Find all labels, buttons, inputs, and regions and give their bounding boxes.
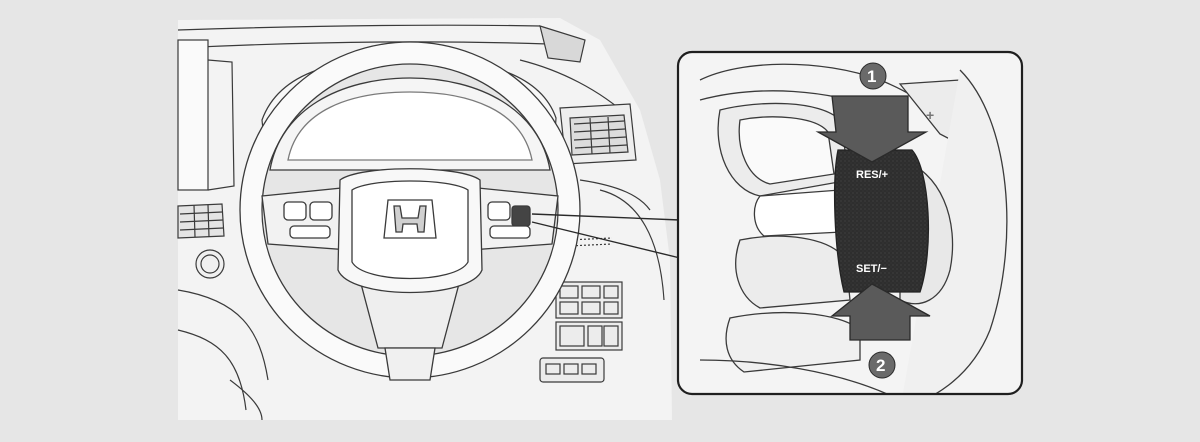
cruise-rocker-switch[interactable]: RES/+ SET/− (834, 149, 930, 293)
center-stack-buttons (539, 281, 623, 383)
honda-logo-icon (383, 199, 437, 239)
arrow-down-icon (815, 95, 929, 163)
air-vent-left (177, 203, 225, 239)
air-vent-right (559, 103, 637, 165)
callout-1-badge: 1 (859, 62, 887, 90)
set-minus-label: SET/− (856, 263, 887, 275)
callout-2-number: 2 (876, 356, 885, 375)
arrow-up-icon (830, 283, 931, 341)
right-spoke-switches (487, 201, 531, 239)
callout-leader-lines (531, 213, 681, 259)
callout-1-number: 1 (867, 67, 876, 86)
res-plus-label: RES/+ (856, 169, 888, 181)
steering-wheel (239, 41, 581, 381)
paddle-plus-label: + (926, 107, 934, 123)
left-spoke-switches (283, 201, 333, 239)
callout-2-badge: 2 (868, 351, 896, 379)
zoom-inset: + RES/+ SET/− (676, 50, 1024, 396)
